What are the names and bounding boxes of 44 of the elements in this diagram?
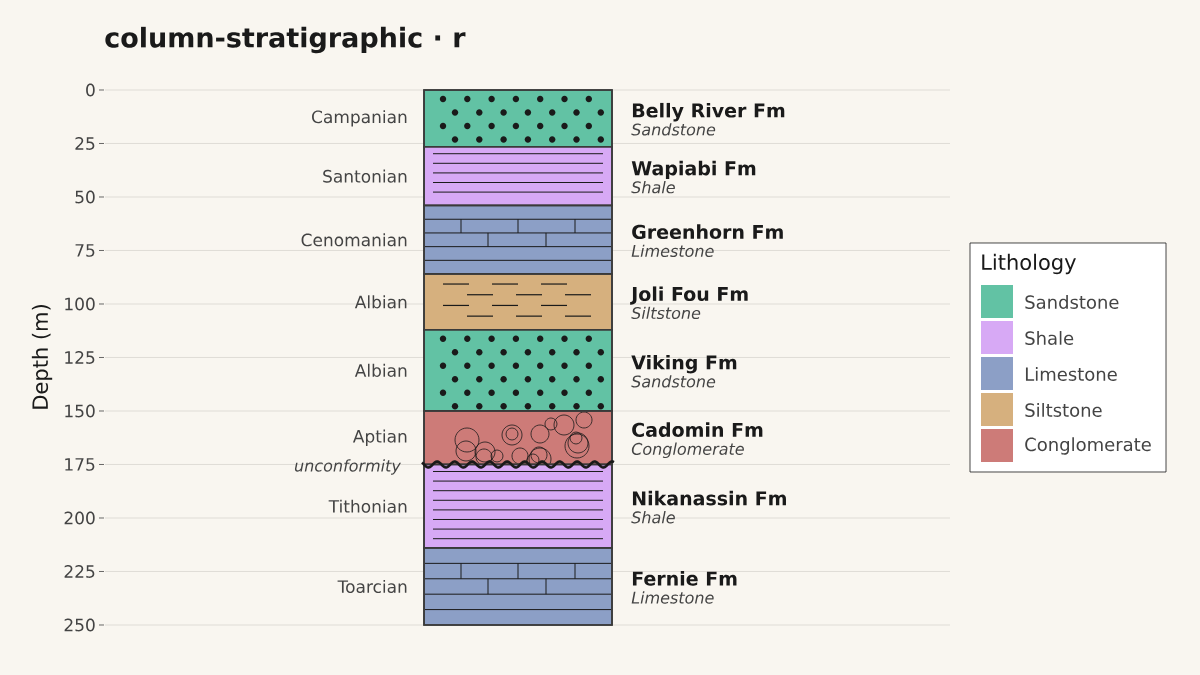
legend-title: Lithology [982,253,1076,275]
stage-label: Tithonian [328,499,407,513]
tick-label: 25 [75,137,95,150]
lithology-label: Shale [631,511,675,524]
lithology-label: Shale [631,180,675,194]
tick-label: 200 [64,511,95,525]
tick-label: 150 [65,404,95,418]
tick-label: 100 [65,297,95,311]
lithology-label: Conglomerate [631,442,744,459]
stage-label: Cenomanian [301,233,407,247]
lithology-label: Limestone [631,591,714,604]
formation-name: Nikanassin Fm [632,490,786,506]
legend-label: Siltstone [1025,403,1102,417]
tick-label: 125 [65,351,95,364]
stage-label: Albian [354,363,407,377]
tick-label: 175 [65,458,95,471]
formation-name: Wapiabi Fm [631,160,756,180]
formation-name: Greenhorn Fm [632,224,783,240]
legend-label: Limestone [1025,367,1117,381]
axis-title: Depth (m) [31,305,53,409]
legend-label: Shale [1025,331,1074,345]
lithology-label: Limestone [631,244,714,258]
stage-label: Toarcian [337,579,407,594]
tick-label: 50 [75,190,95,204]
legend-label: Conglomerate [1025,437,1151,455]
formation-name: Fernie Fm [632,571,737,586]
tick-label: 250 [64,618,95,632]
tick-label: 75 [75,244,95,257]
unconformity-label: unconformity [294,459,401,475]
stage-label: Aptian [352,429,407,446]
stage-label: Campanian [312,110,407,127]
lithology-label: Siltstone [631,306,701,320]
lithology-label: Sandstone [631,123,716,136]
formation-name: Joli Fou Fm [630,286,748,305]
formation-name: Viking Fm [631,354,737,374]
legend-label: Sandstone [1025,295,1119,309]
stage-label: Albian [354,295,407,309]
tick-label: 0 [86,83,95,97]
chart-title: column-stratigraphic · r [105,26,466,54]
lithology-label: Sandstone [631,375,716,388]
formation-name: Cadomin Fm [632,422,763,437]
formation-name: Belly River Fm [632,102,785,122]
tick-label: 225 [64,565,95,578]
stage-label: Santonian [323,169,407,183]
